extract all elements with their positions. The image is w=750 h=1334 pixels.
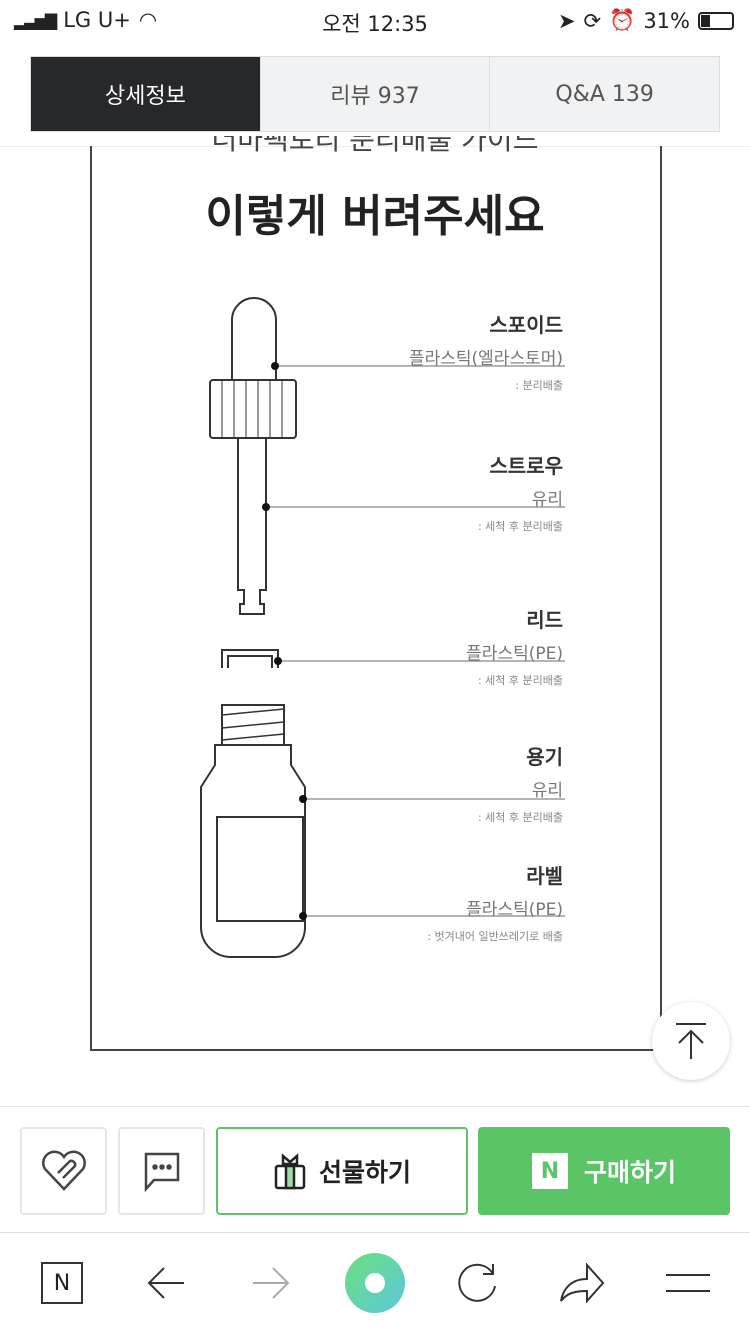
location-icon: ➤	[557, 8, 576, 33]
share-icon	[560, 1263, 605, 1303]
wishlist-button[interactable]	[20, 1127, 107, 1215]
gift-button[interactable]: 선물하기	[216, 1127, 468, 1215]
status-bar: ▂▃▅▇ LG U+ ◠ 오전 12:35 ➤ ⟳ ⏰ 31%	[0, 0, 750, 40]
talk-button[interactable]	[118, 1127, 205, 1215]
gift-icon	[274, 1153, 306, 1190]
purchase-bar: 선물하기 N 구매하기	[0, 1106, 750, 1232]
battery-icon	[698, 11, 734, 30]
tab-qna[interactable]: Q&A 139	[555, 81, 654, 107]
battery-percent: 31%	[643, 8, 690, 33]
dropper-bottle-illustration	[200, 297, 565, 958]
home-button[interactable]: N	[32, 1253, 92, 1313]
clock: 오전 12:35	[322, 12, 428, 36]
guide-card	[90, 146, 662, 1051]
guide-title: 이렇게 버려주세요	[205, 191, 545, 242]
naver-home-icon: N	[41, 1262, 83, 1304]
tab-details[interactable]: 상세정보	[31, 57, 261, 131]
refresh-button[interactable]	[448, 1253, 508, 1313]
naver-pay-icon: N	[531, 1153, 568, 1189]
buy-label: 구매하기	[583, 1158, 676, 1187]
product-tabs: 상세정보 리뷰 937 Q&A 139	[30, 56, 720, 132]
wifi-icon: ◠	[138, 8, 158, 32]
menu-icon	[666, 1274, 710, 1292]
arrow-left-icon	[147, 1267, 184, 1299]
tab-reviews[interactable]: 리뷰 937	[261, 57, 491, 131]
heart-icon	[41, 1150, 86, 1191]
forward-button[interactable]	[241, 1253, 301, 1313]
buy-button[interactable]: N 구매하기	[478, 1127, 730, 1215]
back-button[interactable]	[136, 1253, 196, 1313]
arrow-right-icon	[253, 1267, 290, 1299]
alarm-icon: ⏰	[609, 8, 636, 32]
browser-toolbar: N	[0, 1232, 750, 1334]
carrier: LG U+	[63, 8, 131, 32]
gift-label: 선물하기	[318, 1158, 411, 1187]
signal-icon: ▂▃▅▇	[14, 10, 57, 30]
guide-subtitle: 더마팩토리 분리배출 가이드	[211, 136, 539, 156]
green-dot-icon	[345, 1253, 405, 1313]
arrow-up-icon	[676, 1023, 706, 1059]
refresh-icon	[458, 1263, 496, 1302]
scroll-to-top-button[interactable]	[652, 1002, 730, 1080]
rotation-lock-icon: ⟳	[583, 8, 602, 33]
share-button[interactable]	[552, 1253, 612, 1313]
menu-button[interactable]	[658, 1253, 718, 1313]
divider	[0, 146, 750, 147]
chat-icon	[144, 1152, 179, 1192]
green-dot-button[interactable]	[345, 1253, 405, 1313]
